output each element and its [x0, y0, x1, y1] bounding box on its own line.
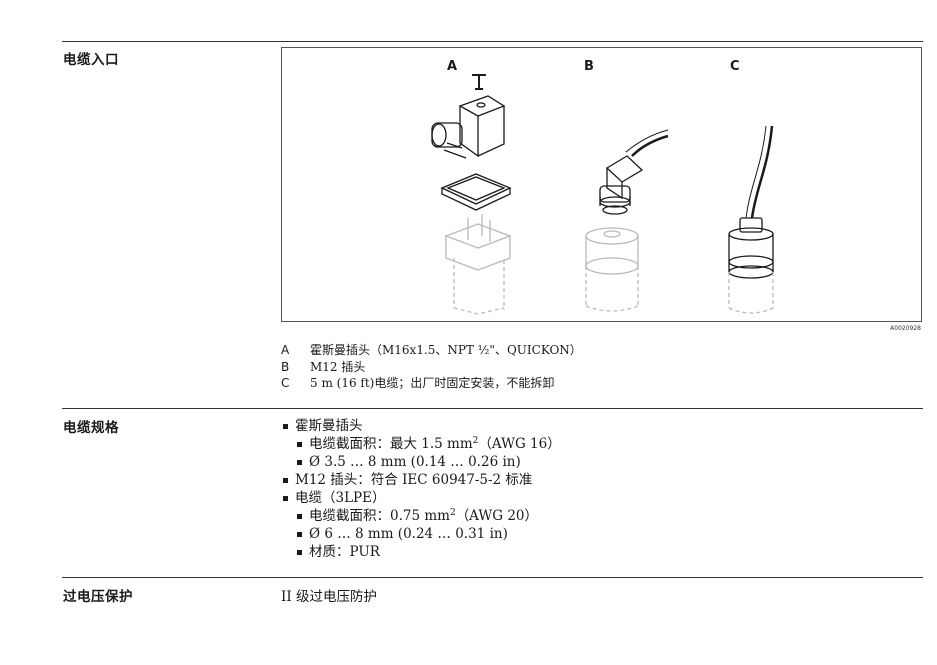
figure-label-a: A: [447, 59, 457, 74]
spec-item-m12: M12 插头：符合 IEC 60947-5-2 标准: [281, 471, 561, 489]
cable-spec-list: 霍斯曼插头 电缆截面积：最大 1.5 mm2（AWG 16） Ø 3.5 … 8…: [281, 417, 561, 561]
legend-item-a: A 霍斯曼插头（M16x1.5、NPT ½"、QUICKON）: [281, 342, 582, 359]
spec-item-hirschmann: 霍斯曼插头: [281, 417, 561, 435]
legend-key: C: [281, 376, 290, 390]
figure-label-c: C: [730, 59, 740, 74]
hirschmann-plug-drawing: [431, 74, 512, 211]
spec-item-cable-diameter: Ø 6 … 8 mm (0.24 … 0.31 in): [295, 525, 561, 543]
legend-item-c: C 5 m (16 ft)电缆；出厂时固定安装，不能拆卸: [281, 375, 582, 392]
heading-cable-spec: 电缆规格: [63, 420, 119, 436]
spec-item-hirschmann-cross-section: 电缆截面积：最大 1.5 mm2（AWG 16）: [295, 435, 561, 453]
cable-entry-figure: A B C: [281, 47, 922, 322]
fixed-cable-drawing: [728, 125, 774, 314]
section-divider-middle: [62, 408, 923, 409]
figure-id: A0020928: [890, 325, 921, 332]
section-divider-top: [62, 41, 923, 42]
figure-legend: A 霍斯曼插头（M16x1.5、NPT ½"、QUICKON） B M12 插头…: [281, 342, 582, 392]
section-divider-bottom: [62, 577, 923, 578]
legend-key: B: [281, 359, 290, 374]
heading-cable-entry: 电缆入口: [63, 52, 119, 68]
spec-item-cable: 电缆（3LPE）: [281, 489, 561, 507]
m12-socket-ghost: [585, 227, 639, 312]
heading-overvoltage: 过电压保护: [63, 589, 133, 605]
figure-label-b: B: [584, 59, 594, 74]
legend-item-b: B M12 插头: [281, 359, 582, 376]
hirschmann-socket-ghost: [444, 214, 512, 315]
legend-text: 5 m (16 ft)电缆；出厂时固定安装，不能拆卸: [310, 376, 555, 390]
legend-key: A: [281, 343, 290, 357]
cable-entry-illustration: A B C: [431, 59, 774, 315]
overvoltage-text: II 级过电压防护: [281, 589, 377, 605]
legend-text: 霍斯曼插头（M16x1.5、NPT ½"、QUICKON）: [310, 343, 582, 357]
spec-item-cable-material: 材质：PUR: [295, 543, 561, 561]
m12-plug-drawing: [599, 129, 669, 215]
legend-text: M12 插头: [310, 359, 366, 374]
spec-item-hirschmann-diameter: Ø 3.5 … 8 mm (0.14 … 0.26 in): [295, 453, 561, 471]
spec-item-cable-cross-section: 电缆截面积：0.75 mm2（AWG 20）: [295, 507, 561, 525]
